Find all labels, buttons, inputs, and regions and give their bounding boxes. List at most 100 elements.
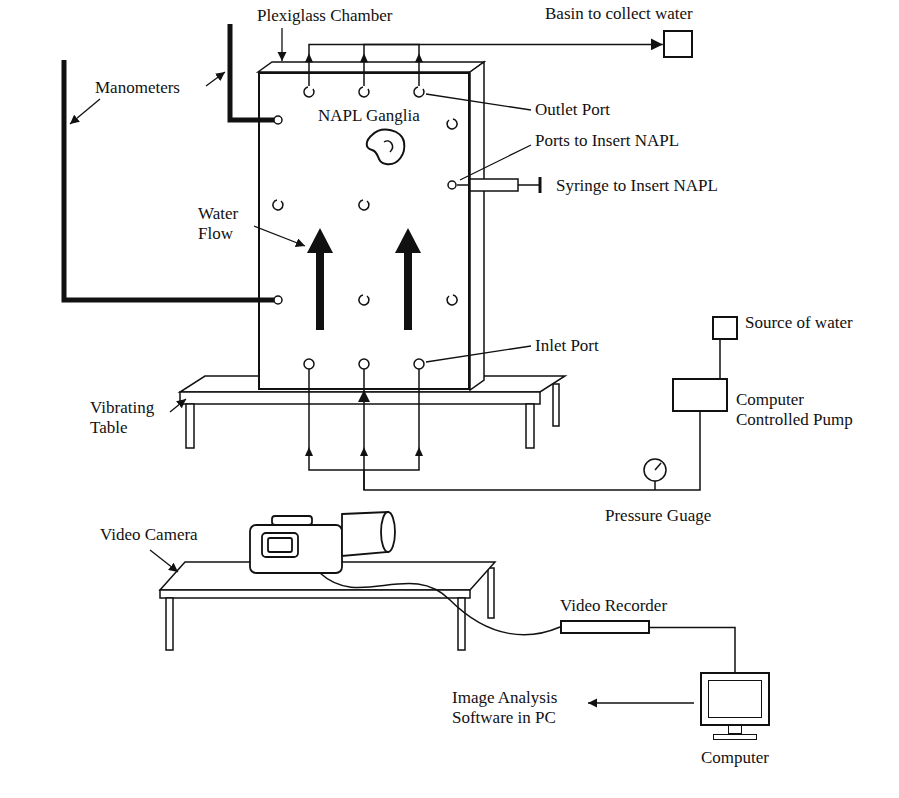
syringe xyxy=(539,177,542,193)
manifold-pipe xyxy=(309,390,364,470)
outlet-port xyxy=(304,72,424,97)
manometer xyxy=(64,24,274,300)
inlet-port xyxy=(359,359,369,369)
outlet-port xyxy=(418,72,420,86)
flow-arrowhead xyxy=(415,447,423,456)
leader-line xyxy=(170,399,186,412)
computer-box xyxy=(700,672,770,726)
water-source-box xyxy=(712,316,738,340)
inlet-port xyxy=(414,359,424,369)
flow-arrowhead xyxy=(415,53,423,62)
basin: Basin to collect water xyxy=(545,4,693,58)
syringe xyxy=(518,184,540,186)
vibrating-table xyxy=(526,404,534,448)
leader-line xyxy=(206,72,225,86)
node-label: Computer Controlled Pump xyxy=(736,390,861,431)
side-port xyxy=(273,116,457,305)
side-port xyxy=(359,295,369,305)
outlet-port xyxy=(308,72,310,86)
computer: Computer xyxy=(700,672,770,768)
vibrating-table xyxy=(186,404,194,448)
inlet-port xyxy=(308,369,310,390)
flow-label: Water Flow xyxy=(198,204,252,245)
video-camera xyxy=(272,516,312,525)
manifold-pipe xyxy=(364,390,419,470)
pressure-gauge xyxy=(644,459,666,490)
pipe-group xyxy=(364,44,735,672)
basin-box xyxy=(663,30,693,58)
flow-arrow xyxy=(404,250,412,330)
node-label: Source of water xyxy=(745,313,853,333)
vibrating-table xyxy=(553,384,559,426)
water-source: Source of water xyxy=(712,316,853,340)
video-camera xyxy=(381,512,395,552)
side-port xyxy=(447,295,457,305)
napl-ganglia xyxy=(384,141,392,152)
pipe-connector xyxy=(364,390,700,490)
leader-line xyxy=(150,550,178,572)
video-camera xyxy=(250,525,342,573)
pipe-connector xyxy=(364,44,663,72)
vibrating-table xyxy=(180,392,540,404)
pipe-connector xyxy=(719,340,721,378)
manometer-label: Manometers xyxy=(95,78,180,98)
side-port xyxy=(359,200,369,210)
leader-line xyxy=(70,28,694,703)
camera-table xyxy=(160,590,470,598)
chamber-body xyxy=(258,62,484,72)
software-label: Image Analysis Software in PC xyxy=(452,688,577,729)
side-port xyxy=(274,296,282,304)
leader-line xyxy=(426,346,531,362)
camera-table xyxy=(488,568,494,618)
camera-table xyxy=(160,562,495,650)
pipe-connector xyxy=(650,627,735,672)
manifold-pipe xyxy=(309,44,364,72)
side-port xyxy=(448,181,456,189)
camera-label: Video Camera xyxy=(100,525,198,545)
video-camera xyxy=(268,538,292,552)
napl-ganglia xyxy=(367,130,405,165)
pressure-gauge xyxy=(655,463,661,470)
manifold-pipe xyxy=(364,44,419,72)
video-cable xyxy=(320,573,560,635)
inlet-port xyxy=(363,369,365,390)
gauge-label: Pressure Guage xyxy=(605,506,711,526)
side-port xyxy=(274,116,282,124)
flow-arrowhead xyxy=(305,447,313,456)
video-recorder-box xyxy=(560,620,650,634)
ganglia-label: NAPL Ganglia xyxy=(318,106,420,126)
outlet-port xyxy=(304,87,314,97)
pressure-gauge xyxy=(654,481,656,490)
video-camera xyxy=(262,533,298,557)
pressure-gauge xyxy=(644,459,666,481)
flow-arrowhead xyxy=(305,53,313,62)
port-label: Inlet Port xyxy=(535,336,599,356)
chamber-body xyxy=(258,72,470,390)
table-label: Vibrating Table xyxy=(90,398,170,439)
side-port xyxy=(273,200,283,210)
syringe-label: Syringe to Insert NAPL xyxy=(556,176,718,196)
chamber-body xyxy=(470,62,484,390)
outlet-port xyxy=(414,87,424,97)
flow-arrow xyxy=(395,228,421,253)
chamber-body xyxy=(258,62,484,390)
leader-line xyxy=(588,702,694,703)
pump-box xyxy=(672,378,728,412)
monitor-stand xyxy=(728,726,742,734)
flow-arrow xyxy=(316,250,324,330)
leader-line xyxy=(460,145,531,180)
side-port xyxy=(447,119,457,129)
node-label: Plexiglass Chamber xyxy=(257,6,393,26)
leader-line xyxy=(70,99,100,124)
flow-arrow xyxy=(307,228,333,253)
camera-table xyxy=(166,598,173,650)
port-label: Outlet Port xyxy=(535,100,610,120)
outlet-port xyxy=(363,72,365,86)
video-cable xyxy=(320,573,560,635)
node-label: Video Recorder xyxy=(560,596,667,616)
video-camera xyxy=(250,512,395,573)
inlet-port xyxy=(304,359,424,390)
monitor-foot xyxy=(713,734,757,740)
camera-table xyxy=(458,598,465,650)
port-label: Ports to Insert NAPL xyxy=(535,131,679,151)
